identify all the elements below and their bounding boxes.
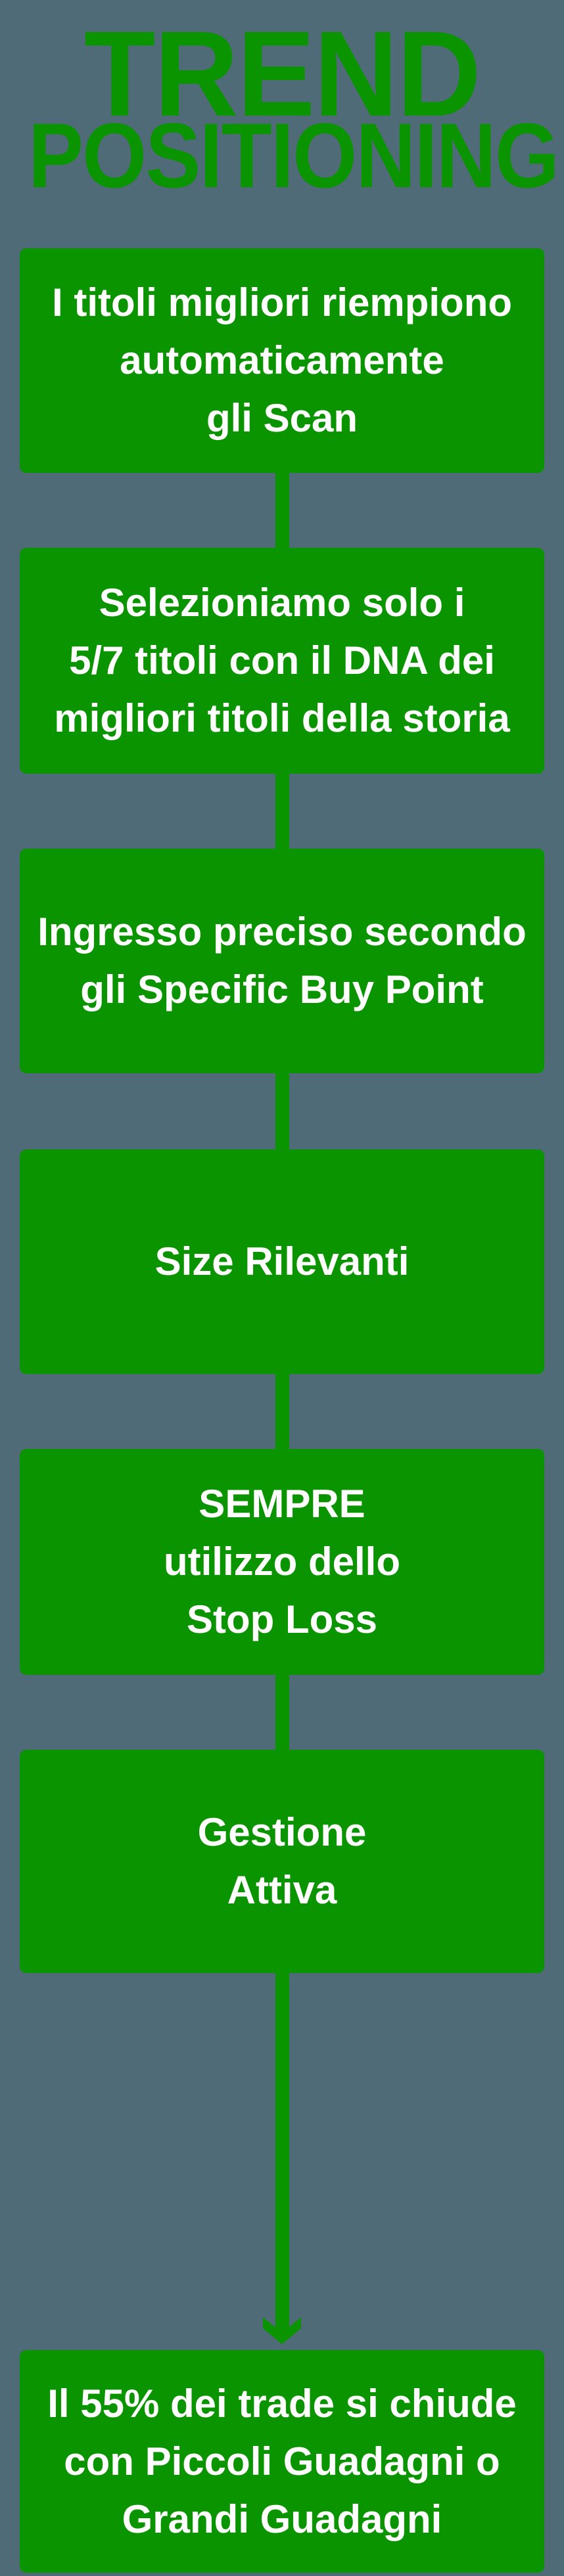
flow-box-ingresso: Ingresso preciso secondo gli Specific Bu… [20,849,544,1073]
flow-box-text: Selezioniamo solo i 5/7 titoli con il DN… [54,581,510,740]
flow-box-stop-loss: SEMPRE utilizzo dello Stop Loss [20,1449,544,1675]
flow-box-text: Size Rilevanti [154,1239,410,1283]
flow-box-text: SEMPRE utilizzo dello Stop Loss [164,1482,400,1641]
flow-box-text: Gestione Attiva [197,1810,367,1912]
flow-box-gestione: Gestione Attiva [20,1750,544,1973]
flow-box-text: Il 55% dei trade si chiude con Piccoli G… [47,2381,517,2541]
title-line-2: POSITIONING [28,104,559,207]
flow-box-text: Ingresso preciso secondo gli Specific Bu… [37,910,527,1011]
title-line-1: TREND [83,7,481,142]
arrow-down-icon [263,2317,301,2344]
flow-box-text: I titoli migliori riempiono automaticame… [52,280,512,440]
flow-box-scan: I titoli migliori riempiono automaticame… [20,248,544,473]
flow-box-size: Size Rilevanti [20,1149,544,1374]
flow-box-selezione: Selezioniamo solo i 5/7 titoli con il DN… [20,548,544,774]
flow-box-risultato: Il 55% dei trade si chiude con Piccoli G… [20,2350,544,2573]
